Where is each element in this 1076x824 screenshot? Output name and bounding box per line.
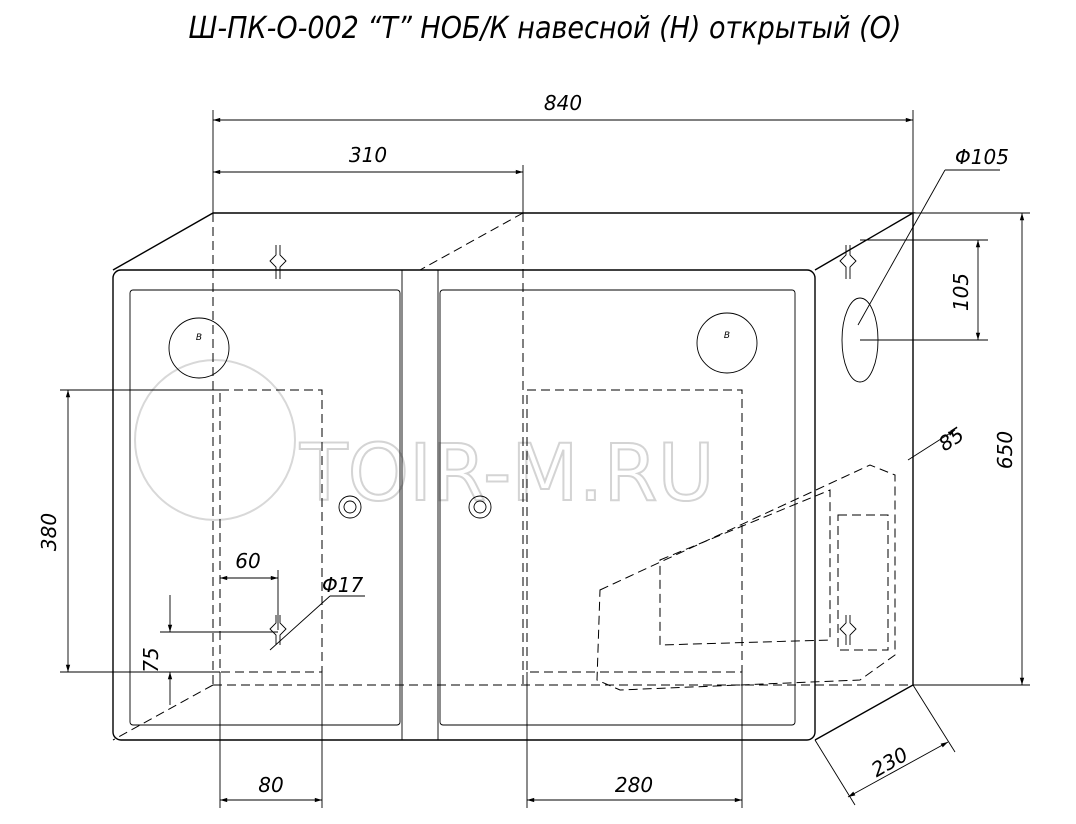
dim-mount-diameter: Φ17: [322, 573, 363, 597]
watermark: TOIR-M.RU: [134, 359, 716, 521]
dim-hole-offset: 105: [949, 273, 973, 311]
dim-mount-spacing: 60: [235, 549, 260, 573]
watermark-text: TOIR-M.RU: [299, 429, 715, 519]
svg-text:В: В: [724, 331, 730, 341]
dim-left-section: 310: [349, 143, 387, 167]
svg-text:В: В: [196, 333, 202, 343]
dim-hole-depth: 85: [934, 422, 968, 456]
dim-hole-diameter: Φ105: [955, 145, 1009, 169]
dim-right-window-width: 280: [615, 773, 653, 797]
dim-left-window-width: 80: [258, 773, 283, 797]
dim-window-height: 380: [37, 513, 61, 551]
door-lock-icon: [338, 495, 492, 519]
dim-mount-offset: 75: [139, 647, 163, 672]
dim-depth: 230: [867, 742, 912, 782]
dimension-lines: [60, 110, 1030, 808]
mount-hole-icon: [269, 245, 857, 645]
valve-right: В: [696, 312, 758, 374]
dim-width: 840: [544, 91, 582, 115]
dim-height: 650: [993, 431, 1017, 469]
valve-left: В: [168, 317, 230, 379]
drawing-title: Ш-ПК-О-002 “Т” НОБ/К навесной (Н) открыт…: [189, 11, 902, 46]
